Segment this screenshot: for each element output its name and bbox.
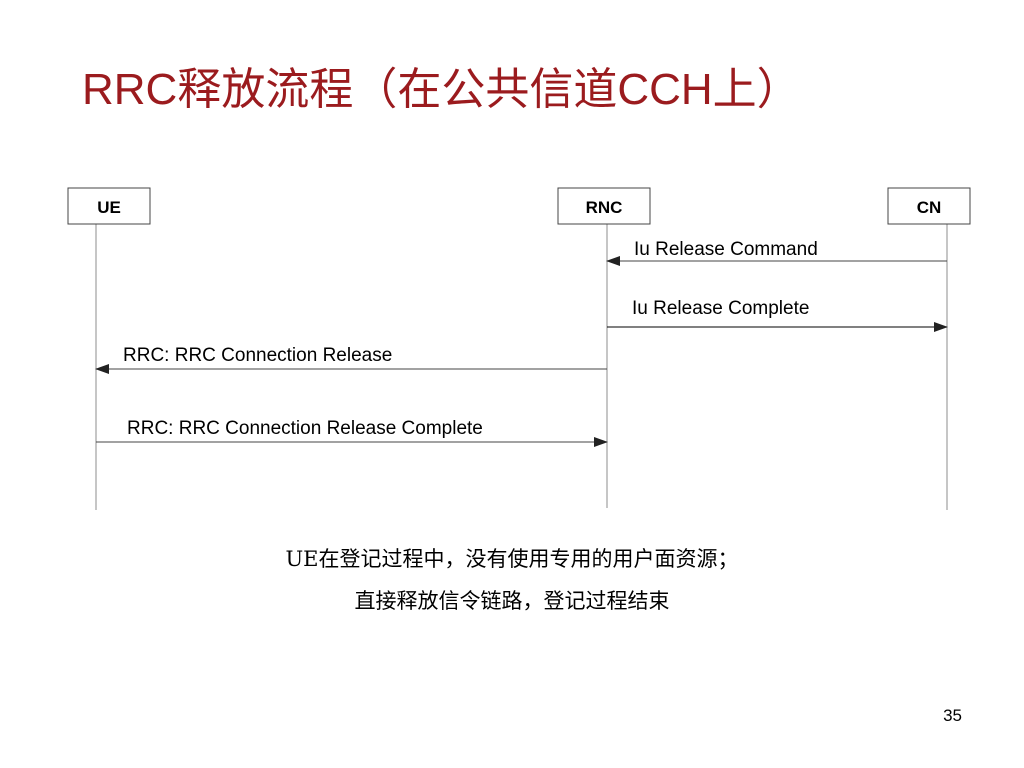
entity-ue-label: UE: [97, 198, 121, 217]
message-rrc-connection-release: RRC: RRC Connection Release: [95, 345, 607, 374]
entity-cn-label: CN: [917, 198, 942, 217]
entity-rnc-box: [557, 187, 651, 225]
entity-rnc: RNC: [557, 187, 651, 225]
message-rrc-connection-release-label: RRC: RRC Connection Release: [123, 345, 392, 366]
entity-rnc-label: RNC: [586, 198, 623, 217]
note-line-2: 直接释放信令链路，登记过程结束: [354, 589, 670, 613]
message-rrc-connection-release-complete-label: RRC: RRC Connection Release Complete: [127, 418, 483, 439]
message-rrc-connection-release-complete: RRC: RRC Connection Release Complete: [96, 418, 608, 447]
entity-ue-box: [67, 187, 151, 225]
slide-title: RRC释放流程（在公共信道CCH上）: [82, 65, 801, 114]
message-iu-release-complete-label: Iu Release Complete: [632, 298, 809, 319]
entity-ue: UE: [67, 187, 151, 225]
page-number: 35: [943, 706, 962, 725]
note-line-1: UE在登记过程中，没有使用专用的用户面资源；: [285, 547, 739, 571]
entity-cn: CN: [887, 187, 971, 225]
message-iu-release-command: Iu Release Command: [606, 239, 947, 266]
message-iu-release-command-label: Iu Release Command: [634, 239, 818, 260]
message-iu-release-complete: Iu Release Complete: [607, 298, 948, 332]
entity-cn-box: [887, 187, 971, 225]
